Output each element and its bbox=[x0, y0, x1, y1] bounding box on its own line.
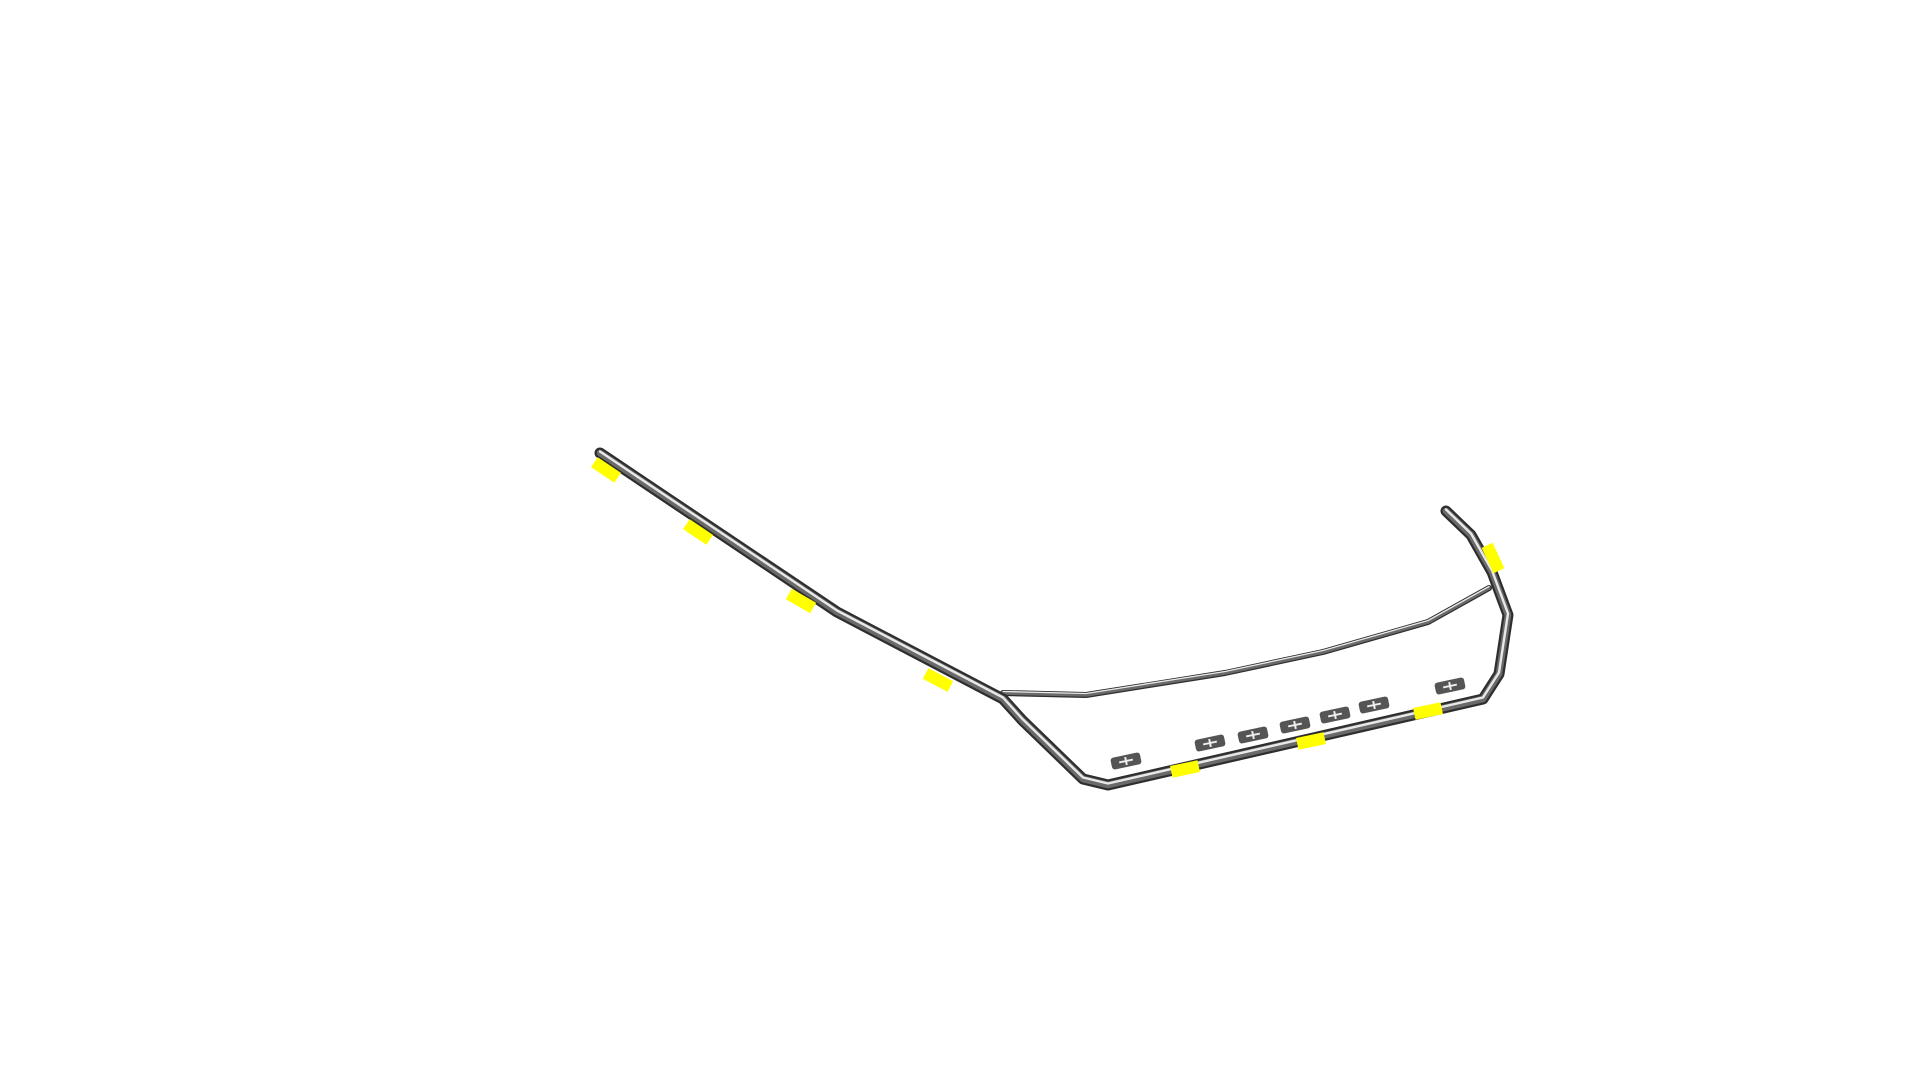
mounting-bracket bbox=[1319, 706, 1351, 724]
mounting-bracket bbox=[1194, 734, 1226, 752]
mounting-bracket bbox=[1358, 696, 1390, 714]
mounting-brackets bbox=[1110, 677, 1466, 770]
main-tube bbox=[594, 447, 1514, 791]
yellow-marker bbox=[591, 457, 621, 483]
mounting-bracket bbox=[1279, 716, 1311, 734]
upper-tube-segment bbox=[1000, 585, 1492, 698]
mounting-bracket bbox=[1434, 677, 1466, 695]
upper-tube-segment-shade bbox=[1001, 586, 1491, 697]
upper-tube bbox=[1000, 585, 1492, 698]
yellow-marker bbox=[1170, 760, 1200, 778]
main-tube-segment-shade bbox=[596, 449, 1512, 789]
yellow-marker bbox=[1296, 732, 1326, 750]
yellow-marker bbox=[1481, 542, 1505, 574]
yellow-marker bbox=[785, 588, 817, 614]
upper-tube-segment-shade bbox=[1002, 585, 1490, 695]
yellow-marker bbox=[1413, 702, 1443, 720]
mounting-bracket bbox=[1110, 752, 1142, 770]
yellow-marker bbox=[922, 668, 954, 692]
main-tube-segment bbox=[594, 447, 1514, 791]
yellow-markers bbox=[591, 457, 1505, 778]
mounting-bracket bbox=[1237, 726, 1269, 744]
main-tube-segment-shade bbox=[598, 450, 1510, 785]
yellow-marker bbox=[683, 519, 713, 545]
